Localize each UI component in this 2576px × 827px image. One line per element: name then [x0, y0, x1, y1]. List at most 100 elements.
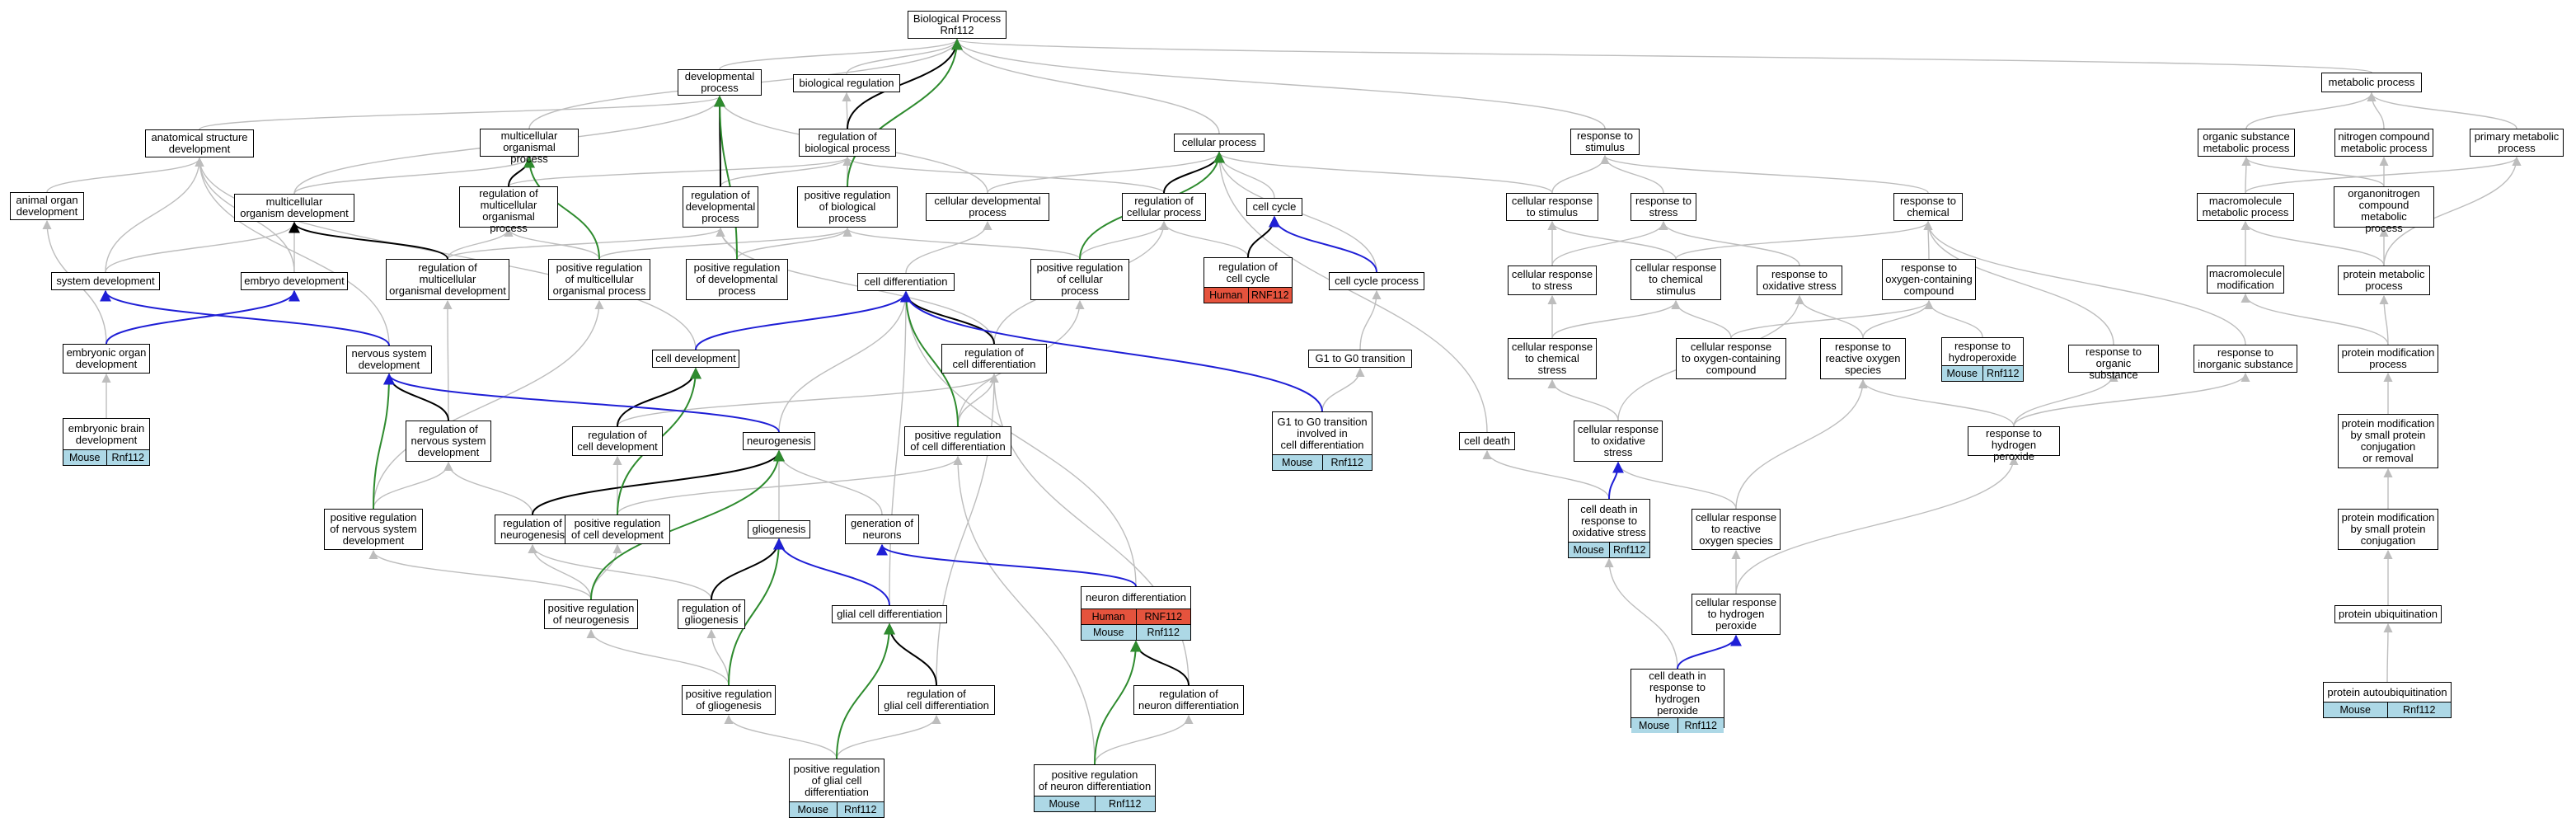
node-sys_dev[interactable]: system development: [51, 272, 160, 290]
edge-anat_dev-to-dev_proc: [199, 95, 725, 130]
node-prot_met[interactable]: protein metabolic process: [2338, 265, 2430, 295]
node-cell_proc[interactable]: cellular process: [1174, 134, 1265, 152]
node-macro_mod[interactable]: macromolecule modification: [2207, 265, 2284, 294]
node-org_sub_met[interactable]: organic substance metabolic process: [2198, 129, 2295, 157]
node-prot_mod_conj[interactable]: protein modification by small protein co…: [2338, 509, 2438, 550]
node-resp_ox[interactable]: response to oxidative stress: [1757, 265, 1842, 295]
node-reg_bio_proc[interactable]: regulation of biological process: [799, 129, 896, 157]
node-reg_glial_diff[interactable]: regulation of glial cell differentiation: [878, 685, 995, 715]
node-pos_reg_cell_diff[interactable]: positive regulation of cell differentiat…: [904, 426, 1011, 456]
node-prot_mod_proc[interactable]: protein modification process: [2338, 345, 2438, 373]
node-cell_death_h2o2[interactable]: cell death in response to hydrogen perox…: [1631, 669, 1724, 733]
node-bio_reg[interactable]: biological regulation: [793, 74, 900, 92]
node-resp_oxy[interactable]: response to oxygen-containing compound: [1882, 259, 1976, 300]
node-pos_reg_neuron_diff[interactable]: positive regulation of neuron differenti…: [1034, 764, 1156, 812]
node-pos_reg_dev[interactable]: positive regulation of developmental pro…: [686, 259, 788, 300]
node-reg_nerv_sys[interactable]: regulation of nervous system development: [406, 421, 491, 462]
node-reg_cell_proc[interactable]: regulation of cellular process: [1122, 193, 1206, 221]
edge-mc_org_dev-to-mc_org_proc: [293, 156, 534, 195]
node-reg_dev_proc[interactable]: regulation of developmental process: [683, 186, 758, 228]
node-cell_resp_chem[interactable]: cellular response to chemical stimulus: [1631, 259, 1721, 300]
node-cell_dev[interactable]: cell development: [652, 350, 739, 368]
node-nit_met[interactable]: nitrogen compound metabolic process: [2334, 129, 2433, 157]
node-prim_met[interactable]: primary metabolic process: [2470, 129, 2564, 157]
edge-embryonic_organ-to-embryo_dev: [106, 289, 300, 345]
node-cell_resp_stress[interactable]: cellular response to stress: [1508, 265, 1597, 295]
edge-nerv_sys-to-sys_dev: [100, 289, 390, 346]
node-cell_resp_chem_stress[interactable]: cellular response to chemical stress: [1508, 338, 1597, 379]
node-resp_ros[interactable]: response to reactive oxygen species: [1820, 338, 1906, 379]
node-pos_reg_glio[interactable]: positive regulation of gliogenesis: [682, 685, 776, 715]
node-neurogenesis[interactable]: neurogenesis: [743, 432, 815, 450]
node-glial_diff[interactable]: glial cell differentiation: [832, 605, 947, 623]
edge-pos_reg_bio-to-bp: [847, 38, 963, 187]
node-macro_met[interactable]: macromolecule metabolic process: [2197, 193, 2294, 221]
node-anat_dev[interactable]: anatomical structure development: [145, 129, 254, 157]
edge-prot_met-to-macro_met: [2241, 220, 2385, 266]
node-resp_stress[interactable]: response to stress: [1631, 193, 1696, 221]
node-cell_resp_ros[interactable]: cellular response to reactive oxygen spe…: [1692, 509, 1781, 550]
edge-glial_diff-to-cell_diff: [889, 290, 911, 606]
node-pos_reg_glial_diff[interactable]: positive regulation of glial cell differ…: [789, 759, 884, 818]
node-gen_neurons[interactable]: generation of neurons: [845, 515, 919, 544]
node-prot_mod_conj_rem[interactable]: protein modification by small protein co…: [2338, 414, 2438, 468]
edge-pos_reg_mc_org-to-pos_reg_bio: [598, 227, 852, 260]
node-resp_org_sub[interactable]: response to organic substance: [2068, 345, 2159, 381]
node-pos_reg_mc_org[interactable]: positive regulation of multicellular org…: [548, 259, 650, 300]
node-cell_dev_proc[interactable]: cellular developmental process: [926, 193, 1049, 221]
edge-cell_resp_ox-to-cell_resp_chem_stress: [1547, 378, 1619, 421]
node-cell_death[interactable]: cell death: [1459, 432, 1515, 450]
node-resp_hydrogen_peroxide[interactable]: response to hydrogen peroxide: [1968, 426, 2060, 463]
node-orgn_met[interactable]: organonitrogen compound metabolic proces…: [2334, 186, 2434, 234]
node-reg_gliogenesis[interactable]: regulation of gliogenesis: [678, 599, 745, 629]
edge-reg_glial_diff-to-glial_diff: [884, 623, 937, 686]
edge-reg_glial_diff-to-reg_cell_diff: [936, 373, 999, 686]
node-cell_diff[interactable]: cell differentiation: [857, 273, 955, 291]
node-cell_death_ox[interactable]: cell death in response to oxidative stre…: [1568, 499, 1650, 558]
node-reg_cell_dev[interactable]: regulation of cell development: [572, 426, 663, 456]
node-pos_reg_cell_proc[interactable]: positive regulation of cellular process: [1030, 259, 1129, 300]
node-gliogenesis[interactable]: gliogenesis: [748, 520, 810, 538]
node-bp[interactable]: Biological Process Rnf112: [908, 11, 1006, 39]
node-cell_cycle_proc[interactable]: cell cycle process: [1329, 272, 1424, 290]
node-cell_resp_oxy[interactable]: cellular response to oxygen-containing c…: [1676, 338, 1786, 379]
node-nerv_sys[interactable]: nervous system development: [346, 345, 432, 374]
node-reg_neurogenesis[interactable]: regulation of neurogenesis: [495, 515, 570, 544]
node-resp_chem[interactable]: response to chemical: [1893, 193, 1963, 221]
node-mc_org_dev[interactable]: multicellular organism development: [234, 194, 354, 222]
node-embryonic_organ[interactable]: embryonic organ development: [63, 344, 150, 374]
node-reg_mc_org_proc[interactable]: regulation of multicellular organismal p…: [459, 186, 558, 234]
node-dev_proc[interactable]: developmental process: [678, 69, 762, 96]
node-pos_reg_cell_dev[interactable]: positive regulation of cell development: [565, 515, 670, 544]
node-cell_resp_ox[interactable]: cellular response to oxidative stress: [1574, 421, 1663, 462]
node-mc_org_proc[interactable]: multicellular organismal process: [480, 129, 579, 165]
node-g1_g0_diff[interactable]: G1 to G0 transition involved in cell dif…: [1272, 411, 1372, 471]
node-reg_mc_org_dev[interactable]: regulation of multicellular organismal d…: [386, 259, 509, 300]
node-resp_inorg[interactable]: response to inorganic substance: [2194, 345, 2297, 373]
node-g1_g0[interactable]: G1 to G0 transition: [1308, 350, 1412, 368]
node-prot_ubiq[interactable]: protein ubiquitination: [2334, 605, 2442, 623]
node-reg_neuron_diff[interactable]: regulation of neuron differentiation: [1133, 685, 1244, 715]
edge-cell_resp_stim-to-cell_proc: [1214, 151, 1553, 194]
node-reg_cell_diff[interactable]: regulation of cell differentiation: [941, 344, 1047, 374]
node-met_proc[interactable]: metabolic process: [2321, 73, 2422, 92]
node-cell_cycle[interactable]: cell cycle: [1246, 198, 1302, 216]
node-pos_reg_bio[interactable]: positive regulation of biological proces…: [797, 186, 898, 228]
node-pos_reg_neurogenesis[interactable]: positive regulation of neurogenesis: [544, 599, 638, 629]
node-cell_resp_stim[interactable]: cellular response to stimulus: [1506, 193, 1598, 221]
node-animal_organ[interactable]: animal organ development: [10, 192, 84, 220]
node-cell_resp_h2o2[interactable]: cellular response to hydrogen peroxide: [1692, 594, 1781, 635]
node-pos_reg_nerv_sys[interactable]: positive regulation of nervous system de…: [324, 509, 423, 550]
node-embryo_dev[interactable]: embryo development: [241, 272, 348, 290]
node-resp_stim[interactable]: response to stimulus: [1570, 129, 1640, 155]
edge-neurogenesis-to-cell_diff: [778, 290, 911, 433]
